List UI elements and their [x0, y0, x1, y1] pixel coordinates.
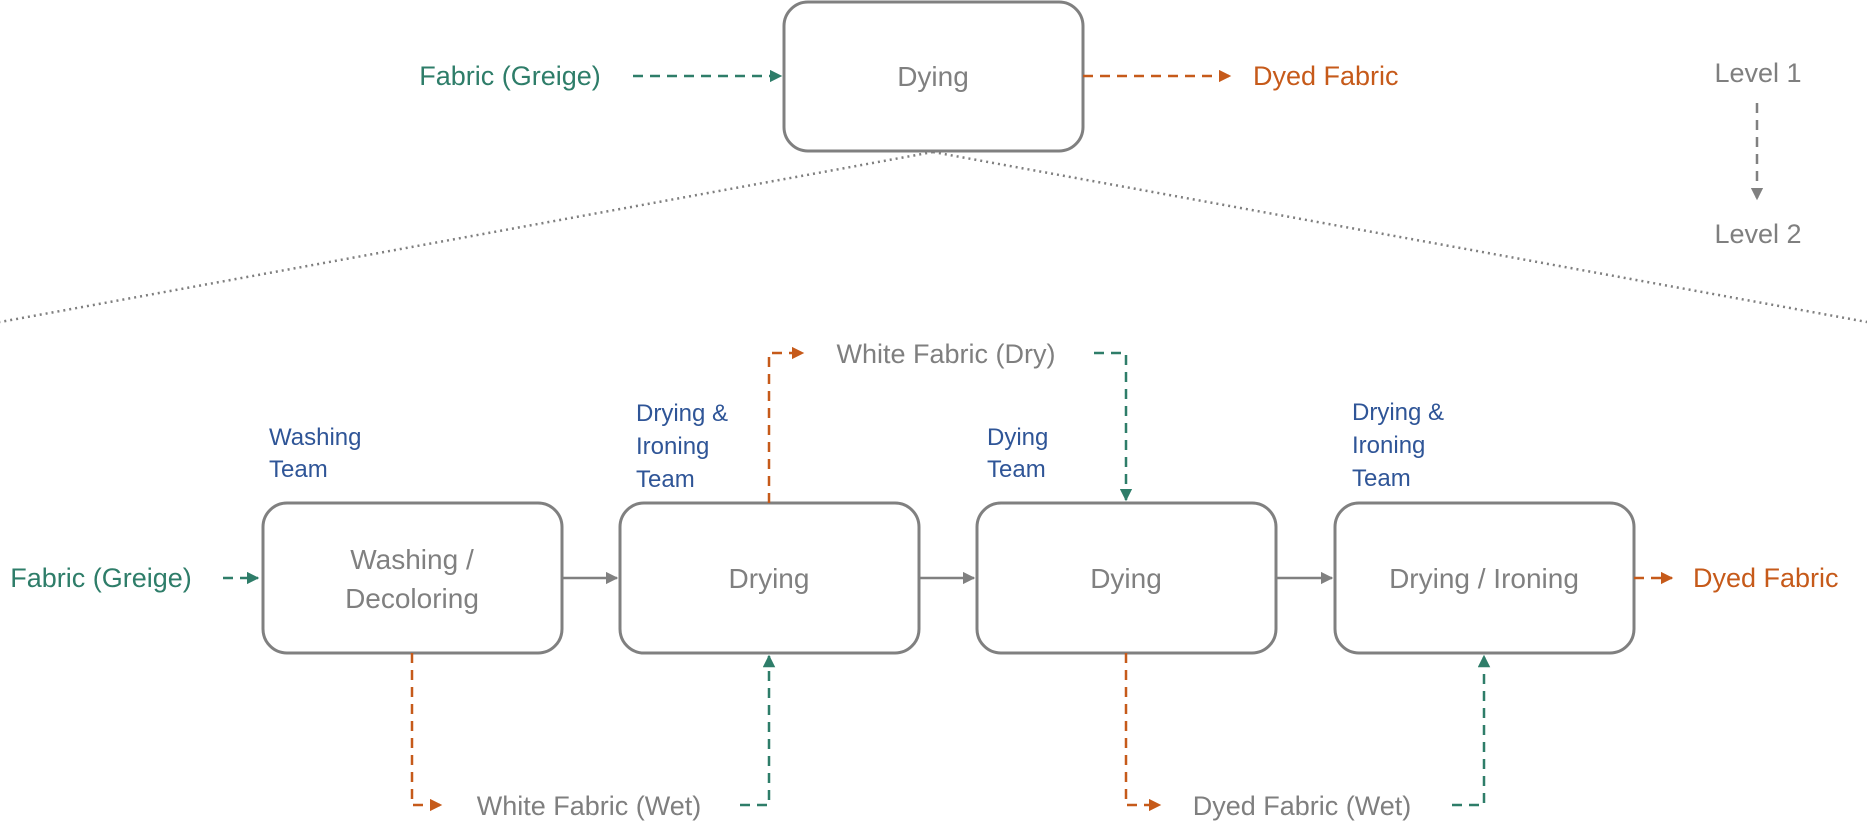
- team-label-washing: Washing Team: [269, 424, 368, 483]
- arrow-white-dry-to-dying: [1094, 351, 1133, 502]
- team-label-ironing-line2: Ironing: [1352, 432, 1425, 459]
- intermediate-white-dry-label: White Fabric (Dry): [836, 339, 1055, 369]
- arrow-drying-to-white-dry: [767, 346, 805, 503]
- arrow-washing-to-white-wet: [410, 653, 443, 812]
- team-label-dying-line1: Dying: [987, 424, 1048, 451]
- arrow-dyed-wet-to-ironing: [1452, 654, 1491, 807]
- process-label-drying: Drying: [729, 563, 810, 594]
- team-label-ironing-line3: Team: [1352, 465, 1411, 492]
- level1-indicator: Level 1: [1714, 58, 1801, 88]
- team-label-drying-line3: Team: [636, 466, 695, 493]
- team-label-washing-line2: Team: [269, 456, 328, 483]
- zoom-line-right: [932, 150, 1867, 324]
- level1-input-label: Fabric (Greige): [419, 61, 601, 91]
- process-box-washing: [261, 501, 564, 655]
- level2-indicator: Level 2: [1714, 219, 1801, 249]
- zoom-line-left: [0, 150, 934, 324]
- team-label-ironing: Drying & Ironing Team: [1352, 399, 1451, 492]
- team-label-dying: Dying Team: [987, 424, 1055, 483]
- process-label-washing-line2: Decoloring: [345, 583, 479, 614]
- team-label-drying-line1: Drying &: [636, 400, 728, 427]
- arrow-white-wet-to-drying: [740, 654, 776, 807]
- intermediate-white-wet-label: White Fabric (Wet): [477, 791, 702, 821]
- team-label-washing-line1: Washing: [269, 424, 361, 451]
- arrow-dying-to-dyed-wet: [1124, 653, 1162, 812]
- level1-output-label: Dyed Fabric: [1253, 61, 1399, 91]
- team-label-drying-line2: Ironing: [636, 433, 709, 460]
- process-label-drying-ironing: Drying / Ironing: [1389, 563, 1579, 594]
- team-label-ironing-line1: Drying &: [1352, 399, 1444, 426]
- team-label-drying: Drying & Ironing Team: [636, 400, 735, 493]
- team-label-dying-line2: Team: [987, 456, 1046, 483]
- level2-input-label: Fabric (Greige): [10, 563, 192, 593]
- intermediate-dyed-wet-label: Dyed Fabric (Wet): [1193, 791, 1412, 821]
- level1-process-label: Dying: [897, 61, 969, 92]
- level2-output-label: Dyed Fabric: [1693, 563, 1839, 593]
- process-label-dying: Dying: [1090, 563, 1162, 594]
- process-label-washing-line1: Washing /: [350, 544, 474, 575]
